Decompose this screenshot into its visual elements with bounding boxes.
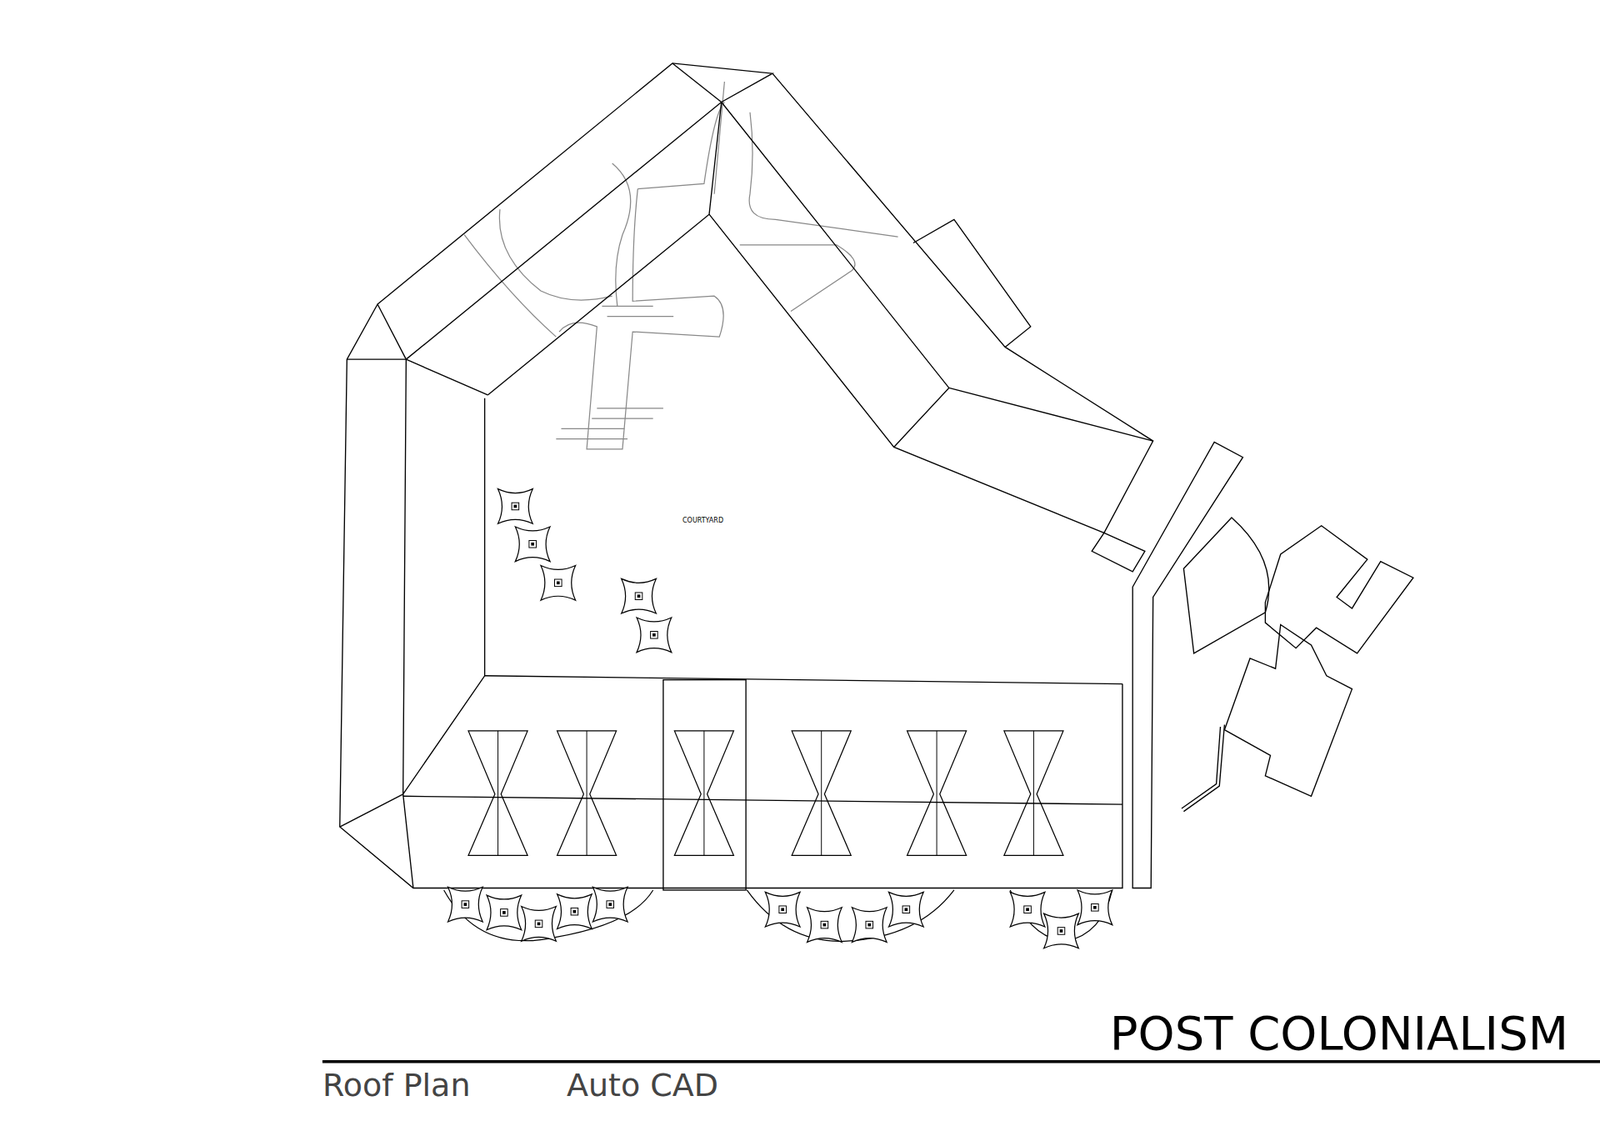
space-label: COURTYARD bbox=[682, 517, 724, 525]
software-note: Auto CAD bbox=[566, 1069, 719, 1101]
sheet-title: POST COLONIALISM bbox=[1110, 1010, 1569, 1057]
drawing-type: Roof Plan bbox=[322, 1069, 471, 1101]
